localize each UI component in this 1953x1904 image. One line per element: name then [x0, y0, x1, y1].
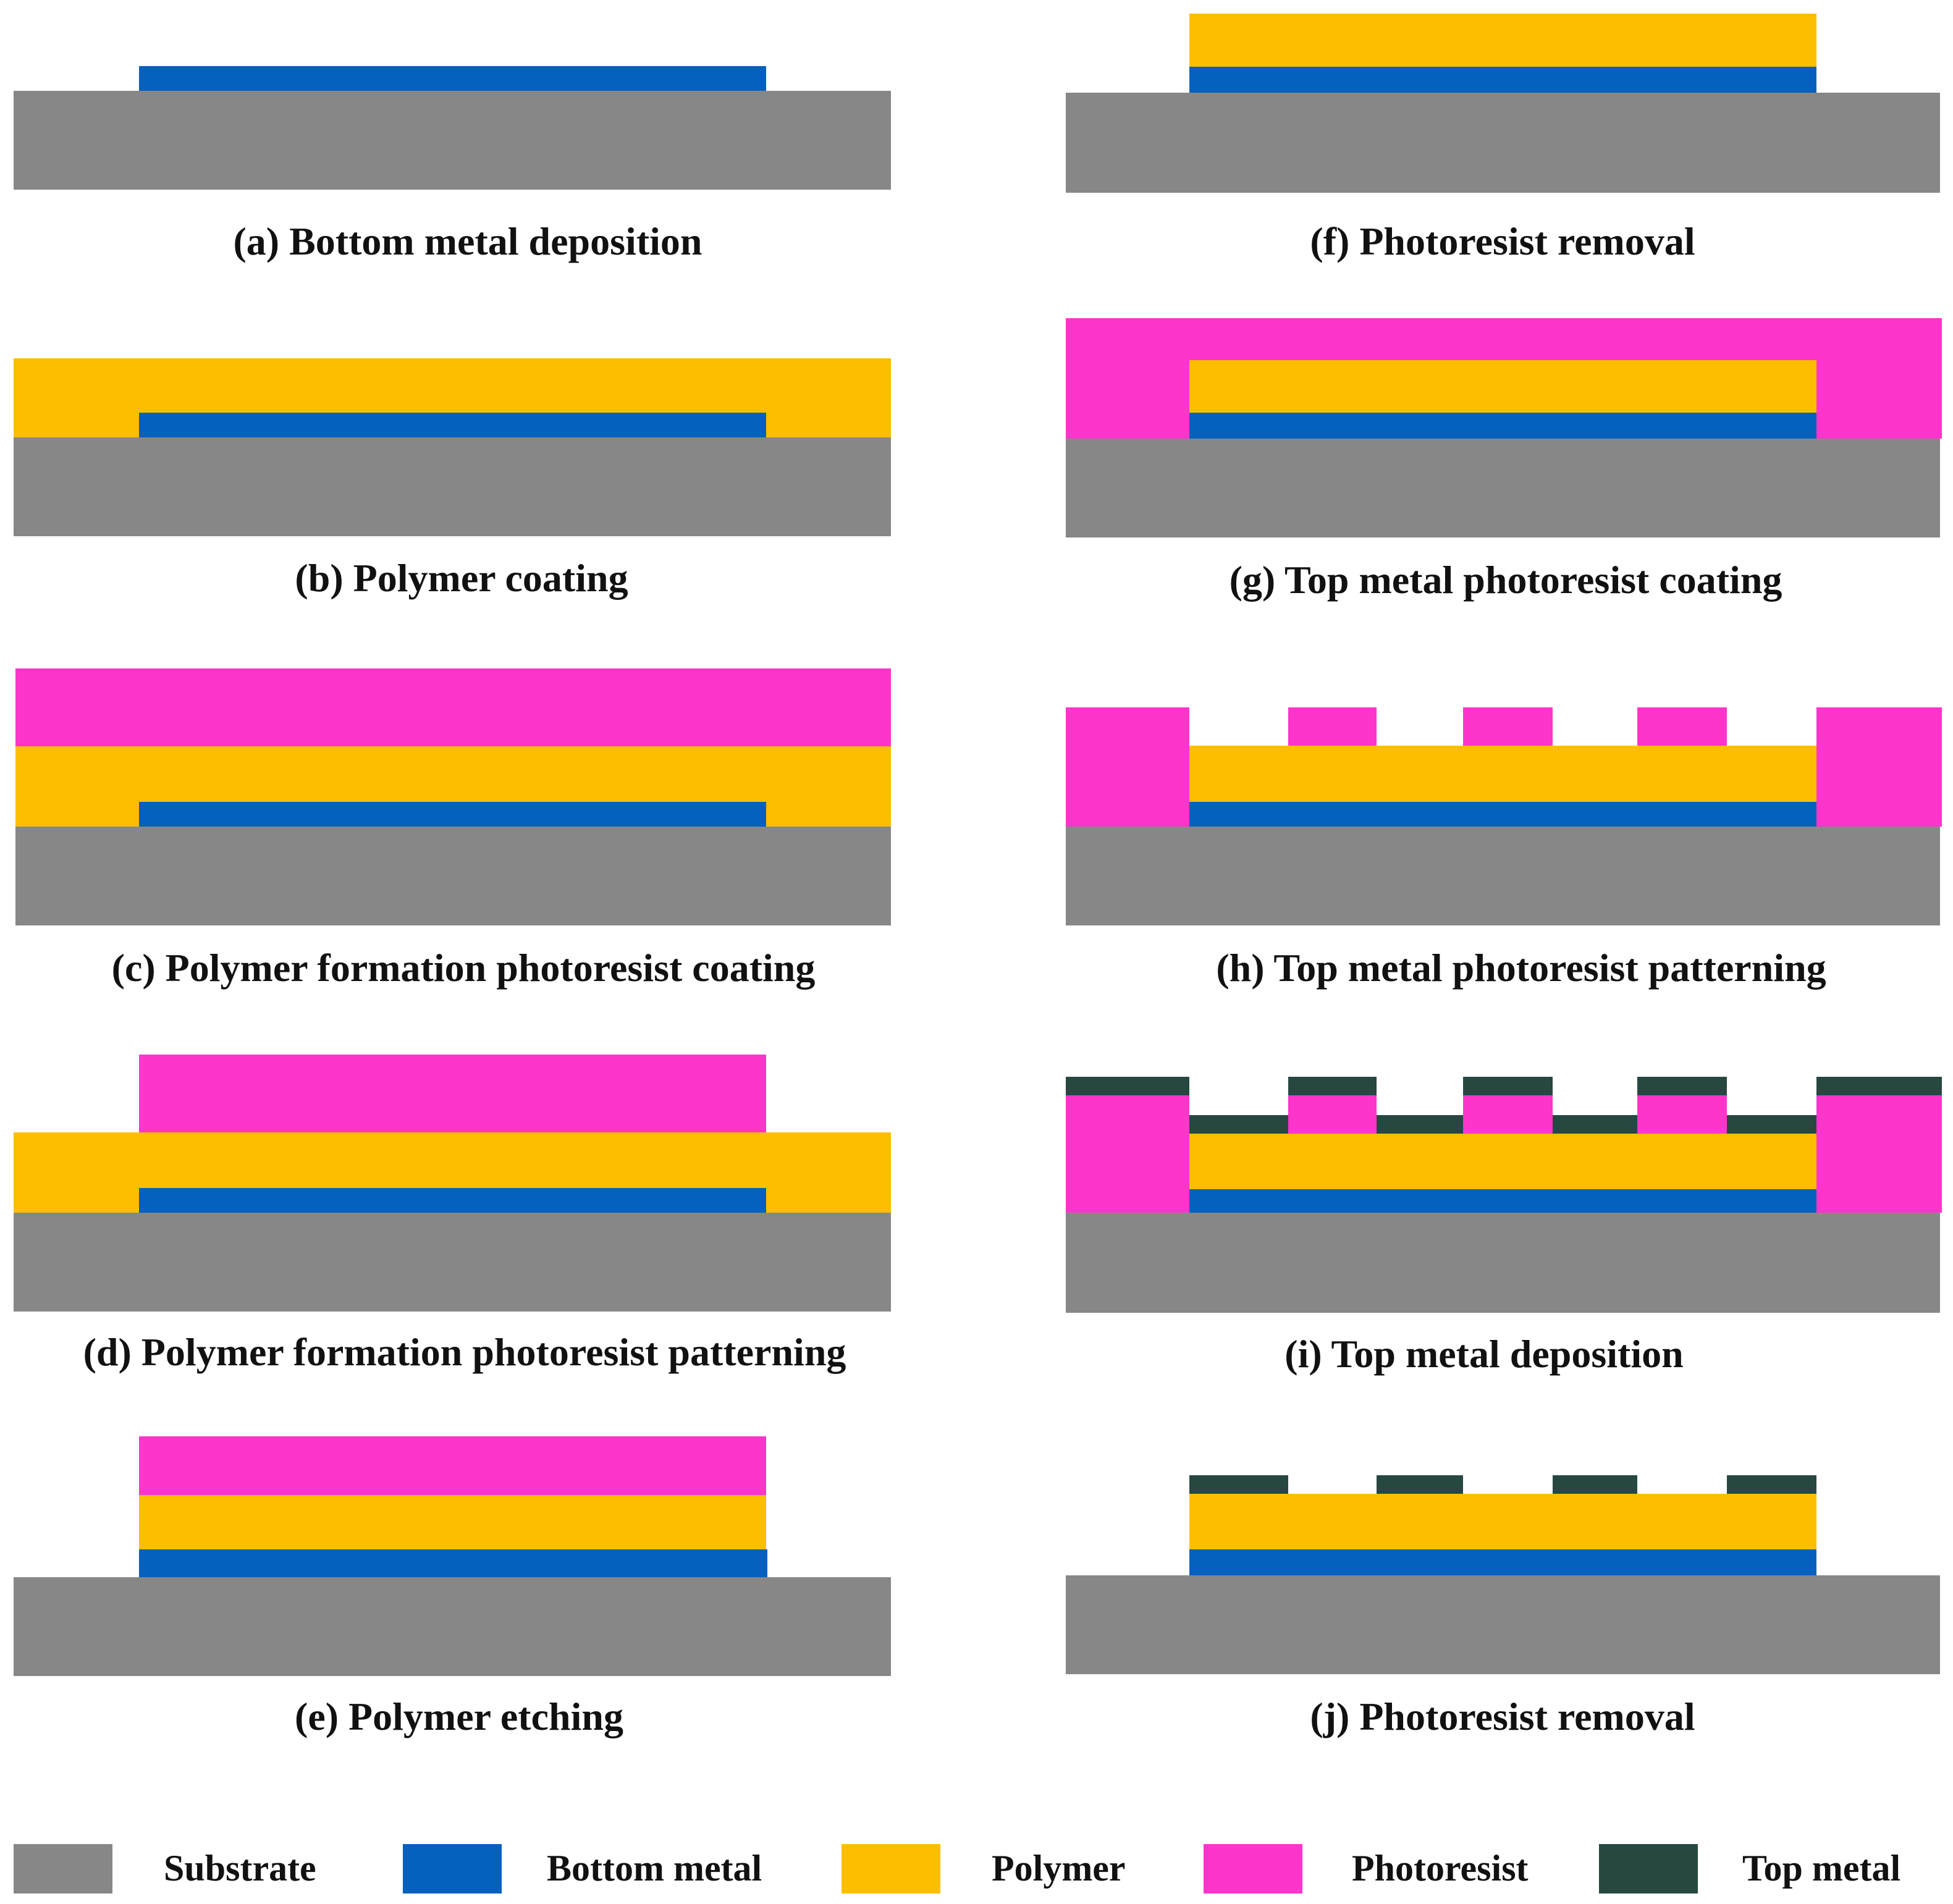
top-metal-layer: [1816, 1077, 1942, 1095]
legend-swatch-substrate: [14, 1844, 112, 1893]
bottom-metal-layer: [139, 66, 766, 91]
photoresist-block: [1288, 1095, 1377, 1134]
polymer-layer: [1189, 746, 1816, 802]
top-metal-layer: [1637, 1077, 1727, 1095]
top-metal-layer: [1727, 1475, 1816, 1494]
top-metal-layer: [1553, 1115, 1637, 1134]
legend: Substrate Bottom metal Polymer Photoresi…: [14, 1844, 1900, 1893]
polymer-layer: [1189, 1134, 1816, 1189]
step-a-caption: (a) Bottom metal deposition: [233, 219, 702, 263]
polymer-layer: [1189, 360, 1816, 413]
step-j-caption: (j) Photoresist removal: [1310, 1695, 1695, 1738]
substrate-layer: [1066, 1213, 1940, 1313]
bottom-metal-layer: [1189, 413, 1816, 439]
top-metal-layer: [1727, 1115, 1816, 1134]
step-a-cross-section: [14, 66, 891, 190]
photoresist-layer: [15, 668, 891, 746]
step-b-caption: (b) Polymer coating: [295, 556, 628, 600]
polymer-layer: [1189, 14, 1816, 67]
photoresist-layer: [139, 1436, 766, 1495]
step-g-caption: (g) Top metal photoresist coating: [1230, 558, 1782, 602]
top-metal-layer: [1377, 1115, 1463, 1134]
legend-label-bottom-metal: Bottom metal: [547, 1848, 762, 1889]
step-c-cross-section: [15, 668, 891, 925]
photoresist-block: [1463, 707, 1553, 746]
bottom-metal-layer: [139, 1188, 766, 1213]
photoresist-block: [1463, 1095, 1553, 1134]
photoresist-block: [1816, 1095, 1942, 1213]
step-c-caption: (c) Polymer formation photoresist coatin…: [112, 946, 816, 990]
step-f-caption: (f) Photoresist removal: [1310, 219, 1695, 263]
bottom-metal-layer: [1189, 67, 1816, 93]
bottom-metal-layer: [139, 802, 766, 827]
step-f-cross-section: [1066, 14, 1940, 193]
top-metal-layer: [1189, 1475, 1288, 1494]
substrate-layer: [1066, 1575, 1940, 1674]
step-h-caption: (h) Top metal photoresist patterning: [1216, 946, 1826, 990]
step-d-cross-section: [14, 1055, 891, 1312]
top-metal-layer: [1189, 1115, 1288, 1134]
substrate-layer: [14, 1577, 891, 1676]
photoresist-block: [1066, 1095, 1189, 1213]
substrate-layer: [1066, 827, 1940, 925]
bottom-metal-layer: [1189, 1189, 1816, 1213]
step-j-cross-section: [1066, 1475, 1940, 1674]
legend-swatch-photoresist: [1204, 1844, 1302, 1893]
bottom-metal-layer: [1189, 802, 1816, 827]
substrate-layer: [15, 827, 891, 925]
photoresist-block: [1816, 707, 1942, 827]
top-metal-layer: [1377, 1475, 1463, 1494]
bottom-metal-layer: [1189, 1549, 1816, 1575]
step-i-cross-section: [1066, 1077, 1942, 1313]
photoresist-block: [1637, 1095, 1727, 1134]
substrate-layer: [1066, 93, 1940, 193]
step-h-cross-section: [1066, 707, 1942, 925]
top-metal-layer: [1066, 1077, 1189, 1095]
substrate-layer: [14, 437, 891, 536]
step-b-cross-section: [14, 358, 891, 536]
step-g-cross-section: [1066, 318, 1942, 537]
step-e-caption: (e) Polymer etching: [295, 1695, 623, 1738]
bottom-metal-layer: [139, 1549, 767, 1577]
step-d-caption: (d) Polymer formation photoresist patter…: [83, 1330, 846, 1374]
step-i-caption: (i) Top metal deposition: [1284, 1332, 1683, 1376]
substrate-layer: [14, 1213, 891, 1312]
step-e-cross-section: [14, 1436, 891, 1676]
polymer-layer: [139, 1495, 766, 1549]
photoresist-block: [1637, 707, 1727, 746]
polymer-layer: [1189, 1494, 1816, 1549]
legend-label-top-metal: Top metal: [1742, 1848, 1900, 1889]
photoresist-layer: [139, 1055, 766, 1132]
legend-label-polymer: Polymer: [992, 1848, 1126, 1889]
legend-swatch-polymer: [842, 1844, 940, 1893]
top-metal-layer: [1288, 1077, 1377, 1095]
top-metal-layer: [1553, 1475, 1637, 1494]
photoresist-block: [1066, 707, 1189, 827]
legend-label-substrate: Substrate: [164, 1848, 316, 1889]
legend-swatch-bottom-metal: [403, 1844, 502, 1893]
substrate-layer: [1066, 439, 1940, 537]
photoresist-block: [1288, 707, 1377, 746]
substrate-layer: [14, 91, 891, 190]
top-metal-layer: [1463, 1077, 1553, 1095]
legend-swatch-top-metal: [1599, 1844, 1698, 1893]
legend-label-photoresist: Photoresist: [1352, 1848, 1529, 1889]
bottom-metal-layer: [139, 413, 766, 437]
